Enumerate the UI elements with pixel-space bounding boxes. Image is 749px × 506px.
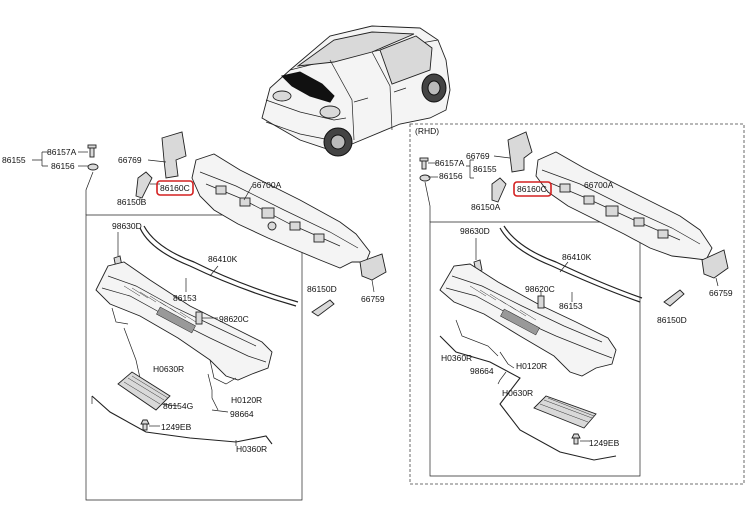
rhd-label-66769: 66769 <box>466 151 490 161</box>
rhd-bracket-66759 <box>701 249 729 279</box>
lhd-section <box>32 131 387 501</box>
rhd-section <box>409 123 745 485</box>
bracket-66769 <box>161 131 187 179</box>
label-86153: 86153 <box>173 293 197 303</box>
rhd-seal-86150a <box>491 177 507 203</box>
rhd-label-h0360r: H0360R <box>441 353 472 363</box>
label-86150b: 86150B <box>117 197 147 207</box>
cowl-panel-66700a <box>191 153 371 269</box>
car-illustration <box>261 25 451 157</box>
rhd-bolt-1249eb <box>571 433 581 445</box>
rhd-label-66700a: 66700A <box>584 180 614 190</box>
rhd-label-h0630r: H0630R <box>502 388 533 398</box>
rhd-grommet-86156 <box>419 174 431 182</box>
label-86157a: 86157A <box>47 147 77 157</box>
rhd-pump-98620c <box>537 295 545 309</box>
rhd-label-86160c: 86160C <box>517 184 547 194</box>
rhd-label-66759: 66759 <box>709 288 733 298</box>
label-98664: 98664 <box>230 409 254 419</box>
rhd-label-86150d: 86150D <box>657 315 687 325</box>
rhd-cowl-panel-66700a <box>535 151 713 261</box>
label-h0120r: H0120R <box>231 395 262 405</box>
label-86410k: 86410K <box>208 254 238 264</box>
rhd-cover-86154g <box>533 395 597 429</box>
rhd-label-86155: 86155 <box>473 164 497 174</box>
rhd-dashed-frame <box>409 123 745 485</box>
rhd-label-86410k: 86410K <box>562 252 592 262</box>
rhd-label-h0120r: H0120R <box>516 361 547 371</box>
label-66759: 66759 <box>361 294 385 304</box>
rhd-screw-86157a <box>419 157 429 170</box>
rhd-frame <box>429 221 641 477</box>
rhd-label-86153: 86153 <box>559 301 583 311</box>
highlight-86160c <box>156 180 194 196</box>
label-86155: 86155 <box>2 155 26 165</box>
bolt-1249eb <box>140 419 150 431</box>
rhd-cowl-top-cover <box>439 263 617 377</box>
rhd-label-1249eb: 1249EB <box>589 438 620 448</box>
label-1249eb: 1249EB <box>161 422 192 432</box>
weatherstrip-86410k <box>139 225 299 307</box>
rhd-title: (RHD) <box>415 126 439 136</box>
bracket-66759 <box>359 253 387 281</box>
rhd-weatherstrip-86410k <box>499 225 643 303</box>
grommet-86156 <box>87 163 99 171</box>
label-98620c: 98620C <box>219 314 249 324</box>
rhd-label-86157a: 86157A <box>435 158 465 168</box>
cover-86154g <box>117 371 171 411</box>
rhd-label-98620c: 98620C <box>525 284 555 294</box>
label-86156: 86156 <box>51 161 75 171</box>
rhd-label-98630d: 98630D <box>460 226 490 236</box>
rhd-label-98664: 98664 <box>470 366 494 376</box>
label-66700a: 66700A <box>252 180 282 190</box>
label-86160c: 86160C <box>160 183 190 193</box>
label-66769: 66769 <box>118 155 142 165</box>
rhd-label-86150a: 86150A <box>471 202 501 212</box>
cowl-top-cover <box>95 261 273 385</box>
label-h0360r: H0360R <box>236 444 267 454</box>
label-86150d: 86150D <box>307 284 337 294</box>
rhd-bracket-66769 <box>507 131 533 173</box>
pump-98620c <box>195 311 203 325</box>
rhd-seal-86150d <box>663 289 685 307</box>
seal-86150b <box>135 171 153 199</box>
screw-86157a <box>87 144 97 158</box>
label-h0630r: H0630R <box>153 364 184 374</box>
rhd-label-86156: 86156 <box>439 171 463 181</box>
label-98630d: 98630D <box>112 221 142 231</box>
label-86154g: 86154G <box>163 401 193 411</box>
seal-86150d <box>311 299 335 317</box>
rhd-highlight-86160c <box>513 181 552 197</box>
